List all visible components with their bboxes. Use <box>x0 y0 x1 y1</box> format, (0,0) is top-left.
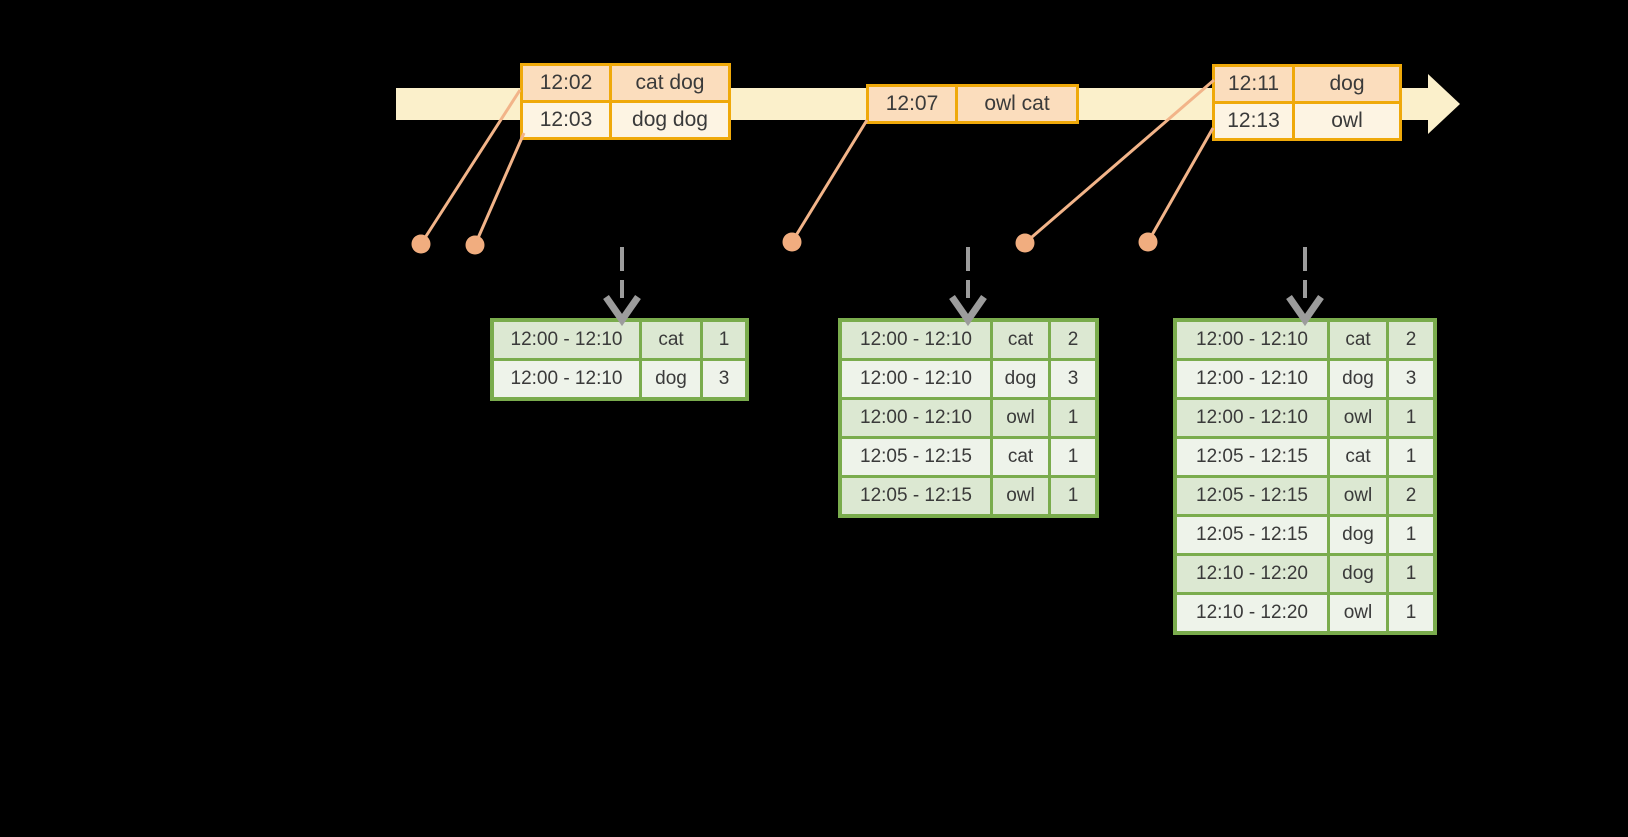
words-cell: dog dog <box>612 103 728 137</box>
window-cell: 12:05 - 12:15 <box>1177 478 1327 514</box>
word-cell: dog <box>1330 517 1386 553</box>
word-cell: owl <box>993 478 1048 514</box>
window-cell: 12:05 - 12:15 <box>842 478 990 514</box>
count-cell: 2 <box>1051 322 1095 358</box>
window-cell: 12:05 - 12:15 <box>1177 517 1327 553</box>
window-cell: 12:00 - 12:10 <box>1177 361 1327 397</box>
word-cell: cat <box>642 322 700 358</box>
window-cell: 12:10 - 12:20 <box>1177 595 1327 631</box>
time-cell: 12:03 <box>523 103 609 137</box>
count-cell: 3 <box>703 361 745 397</box>
words-cell: dog <box>1295 67 1399 101</box>
window-cell: 12:00 - 12:10 <box>494 322 639 358</box>
window-cell: 12:00 - 12:10 <box>494 361 639 397</box>
word-cell: owl <box>1330 478 1386 514</box>
count-cell: 1 <box>1389 595 1433 631</box>
word-cell: dog <box>642 361 700 397</box>
count-cell: 2 <box>1389 322 1433 358</box>
time-cell: 12:11 <box>1215 67 1292 101</box>
count-cell: 1 <box>1389 439 1433 475</box>
count-cell: 1 <box>1389 517 1433 553</box>
window-cell: 12:00 - 12:10 <box>1177 322 1327 358</box>
word-cell: cat <box>993 439 1048 475</box>
word-cell: cat <box>1330 322 1386 358</box>
count-cell: 1 <box>1389 556 1433 592</box>
time-cell: 12:02 <box>523 66 609 100</box>
word-cell: cat <box>993 322 1048 358</box>
count-cell: 1 <box>1051 400 1095 436</box>
count-cell: 2 <box>1389 478 1433 514</box>
timeline-arrowhead-icon <box>1428 74 1460 134</box>
time-cell: 12:07 <box>869 87 955 121</box>
words-cell: cat dog <box>612 66 728 100</box>
count-cell: 1 <box>703 322 745 358</box>
count-cell: 1 <box>1051 439 1095 475</box>
time-cell: 12:13 <box>1215 104 1292 138</box>
word-cell: dog <box>1330 361 1386 397</box>
window-cell: 12:00 - 12:10 <box>842 322 990 358</box>
word-cell: cat <box>1330 439 1386 475</box>
word-cell: dog <box>993 361 1048 397</box>
word-cell: dog <box>1330 556 1386 592</box>
words-cell: owl <box>1295 104 1399 138</box>
window-cell: 12:00 - 12:10 <box>1177 400 1327 436</box>
window-cell: 12:00 - 12:10 <box>842 361 990 397</box>
count-cell: 3 <box>1051 361 1095 397</box>
window-cell: 12:05 - 12:15 <box>842 439 990 475</box>
window-cell: 12:00 - 12:10 <box>842 400 990 436</box>
word-cell: owl <box>1330 595 1386 631</box>
count-cell: 1 <box>1389 400 1433 436</box>
count-cell: 1 <box>1051 478 1095 514</box>
window-cell: 12:10 - 12:20 <box>1177 556 1327 592</box>
count-cell: 3 <box>1389 361 1433 397</box>
window-cell: 12:05 - 12:15 <box>1177 439 1327 475</box>
word-cell: owl <box>993 400 1048 436</box>
words-cell: owl cat <box>958 87 1076 121</box>
word-cell: owl <box>1330 400 1386 436</box>
